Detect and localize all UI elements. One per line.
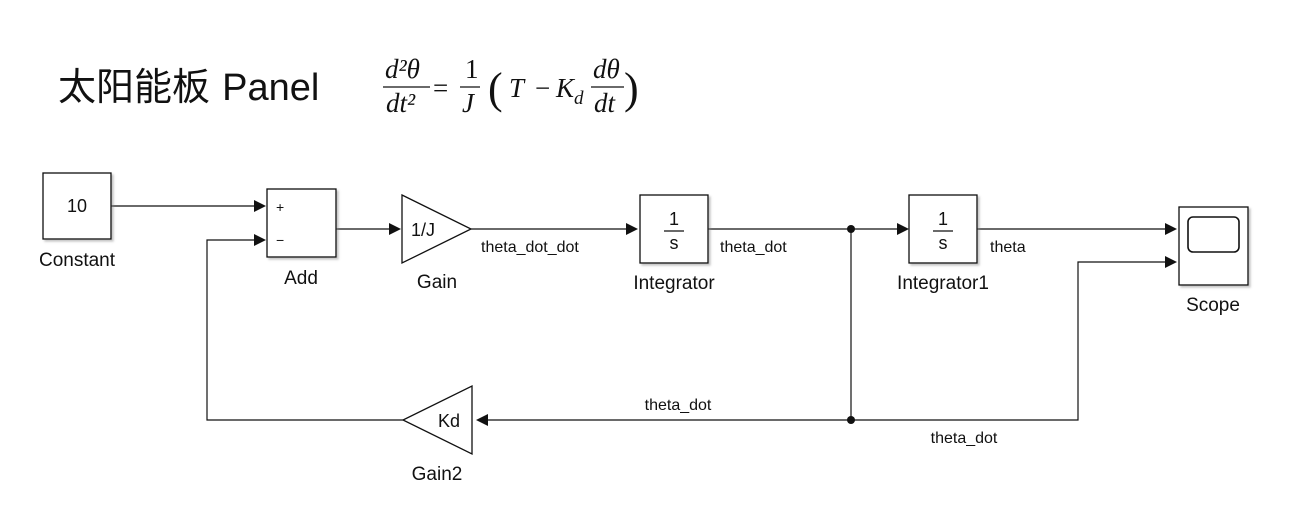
add-label: Add bbox=[284, 268, 318, 289]
integrator1-denominator: s bbox=[939, 233, 948, 253]
signal-label-theta: theta bbox=[990, 239, 1026, 256]
scope-screen-icon bbox=[1187, 216, 1240, 253]
eq-K: K bbox=[555, 73, 576, 103]
wire-to-scope-port2[interactable] bbox=[851, 261, 1166, 421]
eq-T: T bbox=[509, 73, 526, 103]
eq-equals: = bbox=[433, 73, 448, 103]
gain2-label: Gain2 bbox=[412, 464, 463, 485]
gain2-value: Kd bbox=[438, 411, 460, 431]
model-title: 太阳能板 Panel bbox=[58, 56, 319, 111]
signal-lines bbox=[111, 200, 1177, 426]
eq-deriv-numerator: dθ bbox=[593, 54, 620, 84]
arrow-add-port1 bbox=[254, 200, 266, 212]
eq-frac-numerator: 1 bbox=[465, 54, 479, 84]
signal-label-theta-dot-dot: theta_dot_dot bbox=[481, 239, 579, 256]
arrow-scope-port2 bbox=[1165, 256, 1177, 268]
arrow-integrator1-input bbox=[897, 223, 909, 235]
eq-lhs-denominator: dt² bbox=[386, 88, 416, 118]
gain-block-body[interactable] bbox=[401, 193, 473, 265]
add-block-body[interactable] bbox=[266, 188, 337, 258]
gain2-block-body[interactable] bbox=[401, 384, 473, 456]
eq-deriv-denominator: dt bbox=[594, 88, 617, 118]
integrator1-label: Integrator1 bbox=[897, 273, 989, 294]
integrator-block-body[interactable] bbox=[639, 194, 709, 264]
gain-label: Gain bbox=[417, 272, 457, 293]
constant-value: 10 bbox=[67, 196, 87, 216]
eq-frac-denominator: J bbox=[462, 88, 476, 118]
signal-label-theta-dot-feedback: theta_dot bbox=[645, 397, 712, 414]
integrator1-numerator: 1 bbox=[938, 209, 948, 229]
integrator1-block-body[interactable] bbox=[908, 194, 978, 264]
integrator-numerator: 1 bbox=[669, 209, 679, 229]
gain-value: 1/J bbox=[411, 220, 435, 240]
eq-close-paren: ) bbox=[624, 64, 639, 113]
eq-lhs-numerator: d²θ bbox=[385, 54, 420, 84]
add-block[interactable]: + − Add bbox=[266, 188, 337, 289]
eq-K-subscript: d bbox=[574, 88, 584, 109]
gain-block[interactable]: 1/J Gain theta_dot_dot bbox=[401, 193, 579, 293]
integrator-denominator: s bbox=[670, 233, 679, 253]
signal-label-theta-dot-scope: theta_dot bbox=[931, 430, 998, 447]
eq-minus: − bbox=[535, 73, 550, 103]
add-port1-sign: + bbox=[276, 199, 284, 215]
arrow-scope-port1 bbox=[1165, 223, 1177, 235]
eq-open-paren: ( bbox=[488, 64, 503, 113]
arrow-integrator-input bbox=[626, 223, 638, 235]
constant-label: Constant bbox=[39, 250, 116, 271]
scope-label: Scope bbox=[1186, 295, 1240, 316]
title-english: Panel bbox=[222, 67, 320, 109]
constant-block-body[interactable] bbox=[42, 172, 112, 240]
gain2-block[interactable]: Kd Gain2 bbox=[401, 384, 473, 485]
add-port2-sign: − bbox=[276, 232, 284, 248]
wire-gain2-to-add[interactable] bbox=[206, 239, 403, 421]
integrator1-block[interactable]: 1 s Integrator1 theta bbox=[897, 194, 1026, 294]
arrow-add-port2 bbox=[254, 234, 266, 246]
integrator-block[interactable]: 1 s Integrator theta_dot bbox=[633, 194, 787, 294]
title-chinese: 太阳能板 bbox=[58, 65, 211, 109]
constant-block[interactable]: 10 Constant bbox=[39, 172, 116, 271]
arrow-gain-input bbox=[389, 223, 401, 235]
scope-block[interactable]: Scope bbox=[1178, 206, 1249, 316]
arrow-gain2-input bbox=[476, 414, 488, 426]
integrator-label: Integrator bbox=[633, 273, 715, 294]
equation: d²θ dt² = 1 J ( T − K d dθ dt ) bbox=[383, 54, 639, 118]
signal-label-theta-dot: theta_dot bbox=[720, 239, 787, 256]
